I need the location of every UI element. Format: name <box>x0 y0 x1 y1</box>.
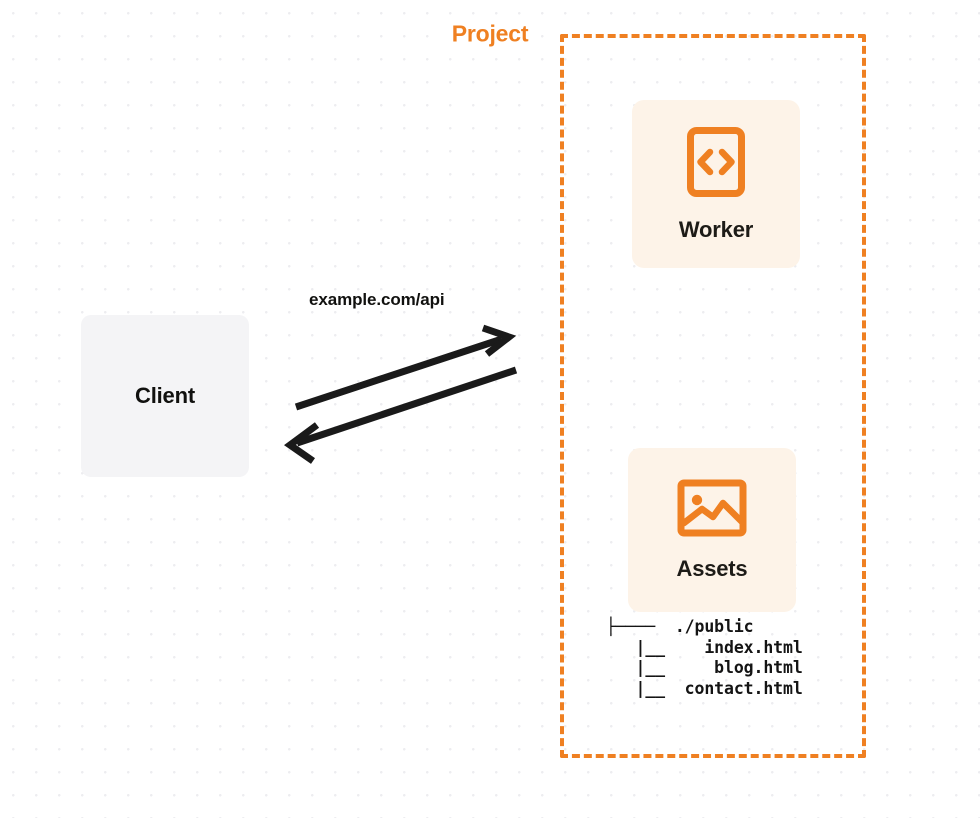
worker-label: Worker <box>678 216 754 242</box>
file-tree-line: |__ index.html <box>606 637 803 657</box>
worker-card[interactable]: Worker <box>632 100 800 268</box>
connector-label: example.com/api <box>309 290 445 309</box>
project-title: Project <box>445 20 535 48</box>
code-brackets-icon <box>686 126 746 203</box>
file-tree-line: |__ blog.html <box>606 658 803 677</box>
file-tree: ├──── ./public |__ index.html |__ blog.h… <box>606 617 803 699</box>
response-arrow <box>283 366 518 464</box>
assets-label: Assets <box>676 555 748 581</box>
client-node[interactable]: Client <box>81 315 249 477</box>
file-tree-line: ├──── ./public <box>606 617 754 636</box>
assets-card[interactable]: Assets <box>628 448 796 612</box>
request-arrow <box>294 324 517 411</box>
client-label: Client <box>135 383 195 408</box>
image-icon <box>677 479 747 542</box>
project-container <box>560 34 866 758</box>
file-tree-line: |__ contact.html <box>606 678 803 698</box>
